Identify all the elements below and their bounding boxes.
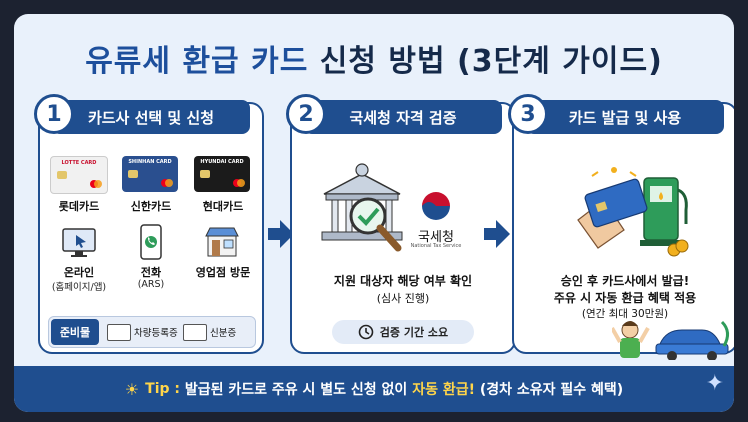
step-2-number: 2 xyxy=(286,94,326,134)
id-card-icon xyxy=(183,323,207,341)
nts-logo-sub: National Tax Service xyxy=(410,243,462,249)
card-fuel-pump-icon xyxy=(577,167,689,257)
channel-online-label: 온라인 xyxy=(63,266,95,279)
channel-online-sub: (홈페이지/앱) xyxy=(51,282,107,293)
person-car-icon xyxy=(612,320,729,360)
step-1-number: 1 xyxy=(34,94,74,134)
step-1-header: 카드사 선택 및 신청 xyxy=(52,100,250,134)
lotte-card-brand: LOTTE CARD xyxy=(61,160,97,166)
tip-highlight: 자동 환급! xyxy=(412,382,475,398)
step-3-desc-3: (연간 최대 30만원) xyxy=(581,308,669,320)
channel-store-label: 영업점 방문 xyxy=(195,266,251,279)
step-3-number: 3 xyxy=(508,94,548,134)
monitor-icon xyxy=(62,228,96,257)
nts-logo-text: 국세청 xyxy=(418,230,454,245)
step-3-header: 카드 발급 및 사용 xyxy=(526,100,724,134)
step-2-header: 국세청 자격 검증 xyxy=(304,100,502,134)
lotte-card-image: LOTTE CARD xyxy=(50,156,108,194)
phone-icon xyxy=(140,224,162,260)
verification-period-text: 검증 기간 소요 xyxy=(379,326,449,339)
step-1-title: 카드사 선택 및 신청 xyxy=(87,108,215,127)
prep-tag: 준비물 xyxy=(51,319,99,345)
step-2-panel: 국세청 자격 검증 2 국세청 National Tax Service 지원 … xyxy=(286,94,516,354)
step-2-desc-2: (심사 진행) xyxy=(376,292,430,305)
document-icon xyxy=(107,323,131,341)
step-2-desc-1: 지원 대상자 해당 여부 확인 xyxy=(333,274,473,288)
title-part-1: 유류세 환급 카드 xyxy=(85,44,309,79)
step-3-panel: 카드 발급 및 사용 3 승인 후 카드사에서 발급! 주유 시 자동 환급 혜… xyxy=(508,94,734,360)
infographic-frame: 유류세 환급 카드 신청 방법 (3단계 가이드) 카드사 선택 및 신청 1 … xyxy=(14,14,734,412)
arrow-right-icon xyxy=(268,220,294,248)
doc-id-card: 신분증 xyxy=(183,323,236,341)
hyundai-card-image: HYUNDAI CARD xyxy=(194,156,250,192)
nts-logo-icon xyxy=(422,192,450,220)
sparkle-icon: ✦ xyxy=(705,371,724,396)
step-2-title: 국세청 자격 검증 xyxy=(349,108,457,127)
step-3-title: 카드 발급 및 사용 xyxy=(568,108,682,127)
store-icon xyxy=(205,227,239,257)
shinhan-card-image: SHINHAN CARD xyxy=(122,156,178,192)
prep-box: 준비물 차량등록증 신분증 xyxy=(48,316,256,348)
tip-text-2: (경차 소유자 필수 혜택) xyxy=(479,382,624,398)
tip-prefix: Tip : xyxy=(145,381,180,397)
lotte-card-label: 롯데카드 xyxy=(58,200,100,213)
arrow-right-icon xyxy=(484,220,510,248)
hyundai-card-brand: HYUNDAI CARD xyxy=(200,159,244,165)
channel-phone-sub: (ARS) xyxy=(137,279,165,290)
clock-icon xyxy=(358,324,374,340)
shinhan-card-label: 신한카드 xyxy=(130,200,172,213)
government-building-icon xyxy=(321,163,403,252)
lightbulb-icon: ☀ xyxy=(124,379,140,399)
channel-phone-label: 전화 xyxy=(140,266,162,279)
step-1-panel: 카드사 선택 및 신청 1 LOTTE CARD 롯데카드 SHINHAN CA… xyxy=(34,94,264,354)
shinhan-card-brand: SHINHAN CARD xyxy=(128,159,172,165)
step-3-desc-1: 승인 후 카드사에서 발급! xyxy=(560,274,690,288)
title-part-2: 신청 방법 (3단계 가이드) xyxy=(319,44,663,79)
page-title: 유류세 환급 카드 신청 방법 (3단계 가이드) xyxy=(14,36,734,80)
doc-vehicle-registration-label: 차량등록증 xyxy=(134,328,178,339)
tip-text-1: 발급된 카드로 주유 시 별도 신청 없이 xyxy=(184,382,408,398)
verification-period-pill: 검증 기간 소요 xyxy=(332,320,474,344)
tip-bar: ☀ Tip : 발급된 카드로 주유 시 별도 신청 없이 자동 환급! (경차… xyxy=(14,366,734,412)
hyundai-card-label: 현대카드 xyxy=(202,200,244,213)
doc-vehicle-registration: 차량등록증 xyxy=(107,323,178,341)
doc-id-card-label: 신분증 xyxy=(210,328,237,339)
step-3-desc-2: 주유 시 자동 환급 혜택 적용 xyxy=(553,291,697,305)
